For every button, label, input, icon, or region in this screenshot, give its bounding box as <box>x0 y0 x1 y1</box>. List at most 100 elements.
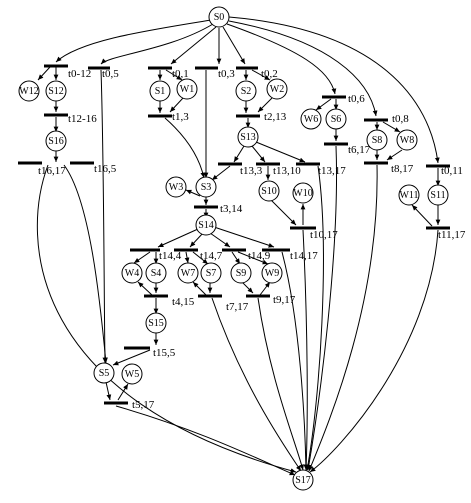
edge <box>305 165 324 471</box>
transition-label: t3,14 <box>220 203 243 215</box>
transition-label: t0,5 <box>102 68 119 80</box>
nodes: S0 W12 S12 S1 W1 S2 W2 W6 S6 S8 W8 S16 S… <box>18 6 449 491</box>
transition-label: t15,5 <box>153 347 176 359</box>
transition-label: t0,2 <box>261 68 278 80</box>
transition-label: t10,17 <box>310 229 338 241</box>
state-node: S6 <box>325 108 347 130</box>
transition-label: t8,17 <box>391 163 414 175</box>
edge <box>241 281 254 294</box>
state-node: S11 <box>427 184 449 206</box>
edge <box>36 164 297 473</box>
state-node: S15 <box>145 312 167 334</box>
state-label: S4 <box>151 268 162 279</box>
state-label: S10 <box>261 186 277 197</box>
wait-node: W2 <box>266 78 288 100</box>
transition-label: t0,6 <box>348 93 365 105</box>
state-label: S9 <box>236 268 247 279</box>
transition-label: t1,3 <box>172 111 189 123</box>
edge <box>251 69 271 81</box>
state-label: S1 <box>155 86 166 97</box>
wait-label: W9 <box>265 268 279 279</box>
edge <box>137 281 153 296</box>
edge <box>270 199 297 226</box>
transition-label: t6,17 <box>348 144 371 156</box>
edge <box>105 381 112 401</box>
state-label: S16 <box>48 136 64 147</box>
edge <box>281 251 309 471</box>
wait-node: W7 <box>177 262 199 284</box>
transition-label: t0,8 <box>392 113 409 125</box>
edges <box>36 16 441 476</box>
edge <box>192 281 207 296</box>
transition-label: t13,10 <box>273 165 301 177</box>
wait-label: W11 <box>399 190 418 201</box>
state-label: S14 <box>198 220 214 231</box>
edge <box>315 98 332 111</box>
edge <box>213 226 275 248</box>
edge <box>251 145 266 163</box>
edge <box>55 19 212 63</box>
state-node: S9 <box>230 262 252 284</box>
edge <box>237 251 269 265</box>
state-node: S17 <box>292 469 314 491</box>
transition-label: t0,1 <box>172 68 189 80</box>
transition-label: t16,17 <box>38 165 66 177</box>
edge <box>169 97 184 113</box>
edge <box>411 204 433 227</box>
edge <box>226 23 337 95</box>
edge <box>164 117 206 179</box>
state-node: S2 <box>235 80 257 102</box>
state-node: S7 <box>200 262 222 284</box>
edge <box>308 164 378 472</box>
edge <box>157 228 199 248</box>
wait-label: W3 <box>169 182 183 193</box>
edge <box>100 23 214 65</box>
state-node: S12 <box>45 80 67 102</box>
wait-node: W8 <box>396 129 418 151</box>
edge <box>222 26 246 65</box>
edge <box>255 141 306 163</box>
state-label: S3 <box>201 182 212 193</box>
edge <box>112 349 151 366</box>
transition-bars <box>18 64 450 405</box>
edge <box>302 229 309 471</box>
transition-label: t14,4 <box>159 250 182 262</box>
state-node: S0 <box>208 6 230 28</box>
edge <box>231 251 241 265</box>
wait-node: W6 <box>300 108 322 130</box>
wait-label: W2 <box>270 84 284 95</box>
state-label: S5 <box>99 368 110 379</box>
edge <box>184 251 190 264</box>
state-node: S13 <box>237 126 259 148</box>
state-label: S7 <box>206 268 217 279</box>
wait-label: W8 <box>400 135 414 146</box>
transition-label: t2,13 <box>264 111 287 123</box>
edge <box>228 20 378 117</box>
transition-label: t14,9 <box>248 250 271 262</box>
transition-label: t14,7 <box>200 250 223 262</box>
edge <box>306 145 338 471</box>
wait-node: W4 <box>121 262 143 284</box>
edge <box>192 251 209 265</box>
transition-label: t9,17 <box>273 294 296 306</box>
transition-label: t7,17 <box>226 301 249 313</box>
edge <box>257 97 273 113</box>
state-node: S4 <box>145 262 167 284</box>
edge <box>37 66 51 81</box>
edge <box>228 16 440 164</box>
edge <box>133 251 151 264</box>
transition-label: t0,11 <box>441 165 463 177</box>
edge <box>63 164 108 364</box>
edge <box>211 165 231 181</box>
wait-label: W4 <box>125 268 139 279</box>
state-node: S14 <box>195 214 217 236</box>
state-label: S6 <box>331 114 342 125</box>
state-label: S15 <box>148 318 164 329</box>
state-node: S10 <box>258 180 280 202</box>
state-node: S1 <box>149 80 171 102</box>
wait-node: W11 <box>398 184 420 206</box>
edge <box>115 405 296 476</box>
wait-label: W10 <box>293 188 312 199</box>
